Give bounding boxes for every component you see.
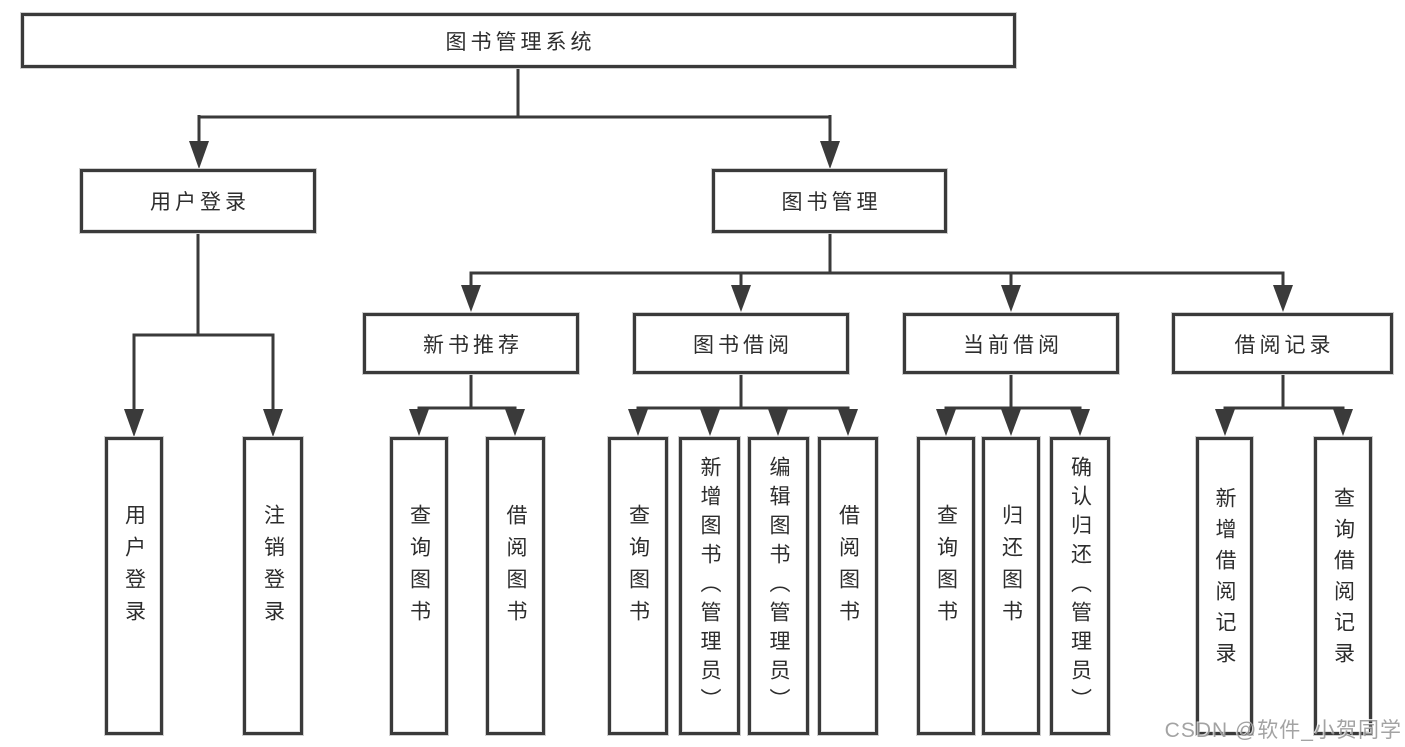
csdn-watermark: CSDN @软件_小贺同学 [1164,719,1402,742]
leaf-logout-label: 注销登录 [261,504,285,632]
leaf-user-login-label: 用户登录 [122,504,146,632]
node-user-login-label: 用户登录 [150,191,250,214]
leaf-borrowing-edit-books-admin: 编辑图书（管理员） [748,437,809,735]
node-user-login: 用户登录 [80,169,316,233]
leaf-borrowing-query-books-label: 查询图书 [626,504,650,632]
node-new-book-recommend: 新书推荐 [363,313,579,374]
arrow-down-icon [628,409,648,436]
node-current-borrowing: 当前借阅 [903,313,1119,374]
leaf-borrowing-edit-books-admin-label: 编辑图书（管理员） [767,455,790,717]
leaf-borrowing-borrow-books: 借阅图书 [818,437,878,735]
node-book-management: 图书管理 [712,169,947,233]
node-current-borrowing-label: 当前借阅 [963,333,1063,357]
leaf-newbooks-query-books-label: 查询图书 [407,504,431,632]
arrow-down-icon [700,409,720,436]
arrow-down-icon [1215,409,1235,436]
arrow-down-icon [768,409,788,436]
leaf-current-query-books: 查询图书 [917,437,975,735]
arrow-down-icon [936,409,956,436]
arrow-down-icon [409,409,429,436]
leaf-borrowing-add-books-admin-label: 新增图书（管理员） [698,455,721,717]
arrow-down-icon [1001,285,1021,312]
leaf-current-confirm-return-admin-label: 确认归还（管理员） [1068,455,1092,717]
arrow-down-icon [731,285,751,312]
arrow-down-icon [505,409,525,436]
arrow-down-icon [838,409,858,436]
arrow-down-icon [1070,409,1090,436]
leaf-user-login: 用户登录 [105,437,163,735]
leaf-newbooks-borrow-books: 借阅图书 [486,437,545,735]
arrow-down-icon [1001,409,1021,436]
leaf-newbooks-borrow-books-label: 借阅图书 [504,504,527,632]
leaf-records-query-record-label: 查询借阅记录 [1331,487,1355,673]
node-borrowing-records: 借阅记录 [1172,313,1393,374]
arrow-down-icon [124,409,144,437]
leaf-newbooks-query-books: 查询图书 [390,437,448,735]
leaf-borrowing-query-books: 查询图书 [608,437,668,735]
leaf-records-add-record-label: 新增借阅记录 [1213,487,1236,673]
node-book-borrowing: 图书借阅 [633,313,849,374]
arrow-down-icon [461,285,481,312]
arrow-down-icon [263,409,283,437]
leaf-borrowing-add-books-admin: 新增图书（管理员） [679,437,740,735]
leaf-borrowing-borrow-books-label: 借阅图书 [836,504,860,632]
leaf-logout: 注销登录 [243,437,303,735]
arrow-down-icon [1333,409,1353,436]
node-root: 图书管理系统 [21,13,1016,68]
leaf-current-confirm-return-admin: 确认归还（管理员） [1050,437,1110,735]
leaf-current-query-books-label: 查询图书 [934,504,958,632]
node-new-book-recommend-label: 新书推荐 [423,333,523,357]
arrow-down-icon [1273,285,1293,312]
leaf-records-add-record: 新增借阅记录 [1196,437,1253,735]
node-root-label: 图书管理系统 [445,30,596,54]
leaf-current-return-books: 归还图书 [982,437,1040,735]
arrow-down-icon [189,141,209,169]
node-book-management-label: 图书管理 [781,191,882,214]
leaf-current-return-books-label: 归还图书 [999,504,1023,632]
node-book-borrowing-label: 图书借阅 [693,333,793,357]
node-borrowing-records-label: 借阅记录 [1234,333,1335,357]
leaf-records-query-record: 查询借阅记录 [1314,437,1372,735]
arrow-down-icon [820,141,840,169]
